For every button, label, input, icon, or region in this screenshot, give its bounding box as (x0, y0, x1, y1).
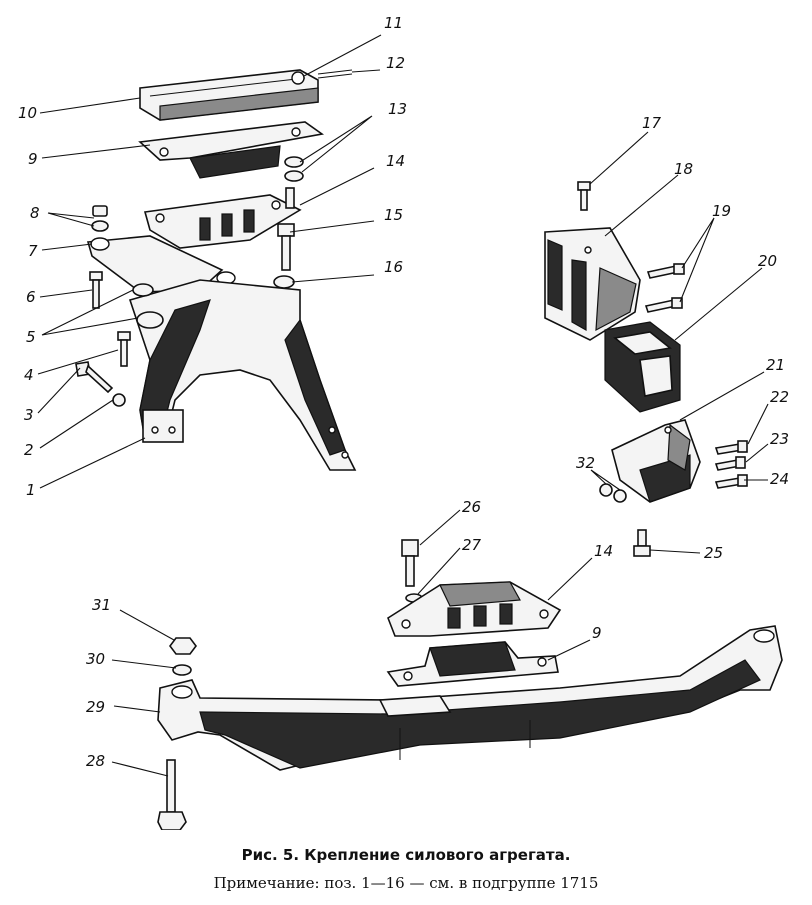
part-8-nut-washer (91, 205, 109, 232)
callout-23: 23 (770, 430, 789, 448)
callout-2: 2 (24, 441, 34, 459)
callout-30: 30 (86, 650, 105, 668)
part-9-upper-plate (138, 121, 325, 179)
callout-4: 4 (24, 366, 34, 384)
part-23-bolt (714, 456, 746, 471)
callout-14-lower: 14 (594, 542, 613, 560)
part-21-bracket (611, 419, 701, 503)
callout-12: 12 (386, 54, 405, 72)
part-18-cushion (544, 227, 641, 341)
part-28-bolt (157, 759, 187, 830)
part-19-bolts (644, 263, 685, 313)
part-20-cushion (604, 321, 681, 413)
part-12-pin (317, 69, 353, 79)
part-22-bolt (714, 440, 748, 455)
part-9-lower-plate (386, 641, 559, 687)
part-2-washer (112, 393, 126, 407)
callout-9-lower: 9 (592, 624, 602, 642)
part-24-bolt (714, 474, 748, 489)
callout-14-upper: 14 (386, 152, 405, 170)
part-29-crossmember (157, 625, 783, 771)
callout-8: 8 (30, 204, 40, 222)
callout-16: 16 (384, 258, 403, 276)
part-25-bolt (633, 529, 651, 557)
callout-29: 29 (86, 698, 105, 716)
callout-6: 6 (26, 288, 36, 306)
part-14-lower-bracket (387, 581, 562, 637)
callout-21: 21 (766, 356, 785, 374)
part-30-washer (172, 664, 192, 676)
part-1-arch-bracket (128, 279, 357, 471)
figure-note: Примечание: поз. 1—16 — см. в подгруппе … (213, 874, 599, 892)
callout-32: 32 (576, 454, 595, 472)
callout-24: 24 (770, 470, 789, 488)
callout-9-upper: 9 (28, 150, 38, 168)
part-3-bolt (75, 361, 114, 394)
exploded-assembly-drawing: 10 9 8 7 6 5 4 3 2 1 11 12 13 14 15 16 1… (18, 14, 789, 830)
leader-lines (37, 34, 769, 777)
part-5-washers (132, 283, 164, 329)
callout-31: 31 (92, 596, 111, 614)
part-15-bolt (277, 223, 295, 271)
callout-28: 28 (86, 752, 105, 770)
part-13-washers (284, 156, 304, 182)
callout-5: 5 (26, 328, 36, 346)
callout-26: 26 (462, 498, 481, 516)
callout-20: 20 (758, 252, 777, 270)
figure-caption: Рис. 5. Крепление силового агрегата. (241, 846, 571, 864)
part-14-upper-bracket (143, 194, 302, 249)
callout-22: 22 (770, 388, 789, 406)
callout-19: 19 (712, 202, 731, 220)
callout-18: 18 (674, 160, 693, 178)
callout-25: 25 (704, 544, 723, 562)
callout-11: 11 (384, 14, 403, 32)
callout-10: 10 (18, 104, 37, 122)
part-32-nuts (599, 483, 627, 503)
part-16-washer (273, 275, 295, 289)
callout-labels: 10 9 8 7 6 5 4 3 2 1 11 12 13 14 15 16 1… (18, 14, 789, 770)
callout-15: 15 (384, 206, 403, 224)
part-31-nut (169, 637, 197, 655)
part-4-bolt (117, 331, 131, 367)
callout-1: 1 (26, 481, 36, 499)
part-26-bolt (401, 539, 419, 587)
callout-3: 3 (24, 406, 34, 424)
callout-17: 17 (642, 114, 662, 132)
callout-13: 13 (388, 100, 407, 118)
part-11-nut (291, 71, 305, 85)
part-14-stud (285, 187, 295, 209)
callout-7: 7 (28, 242, 38, 260)
part-17-bolt (577, 181, 591, 211)
part-10-pad (139, 69, 319, 121)
callout-27: 27 (462, 536, 482, 554)
